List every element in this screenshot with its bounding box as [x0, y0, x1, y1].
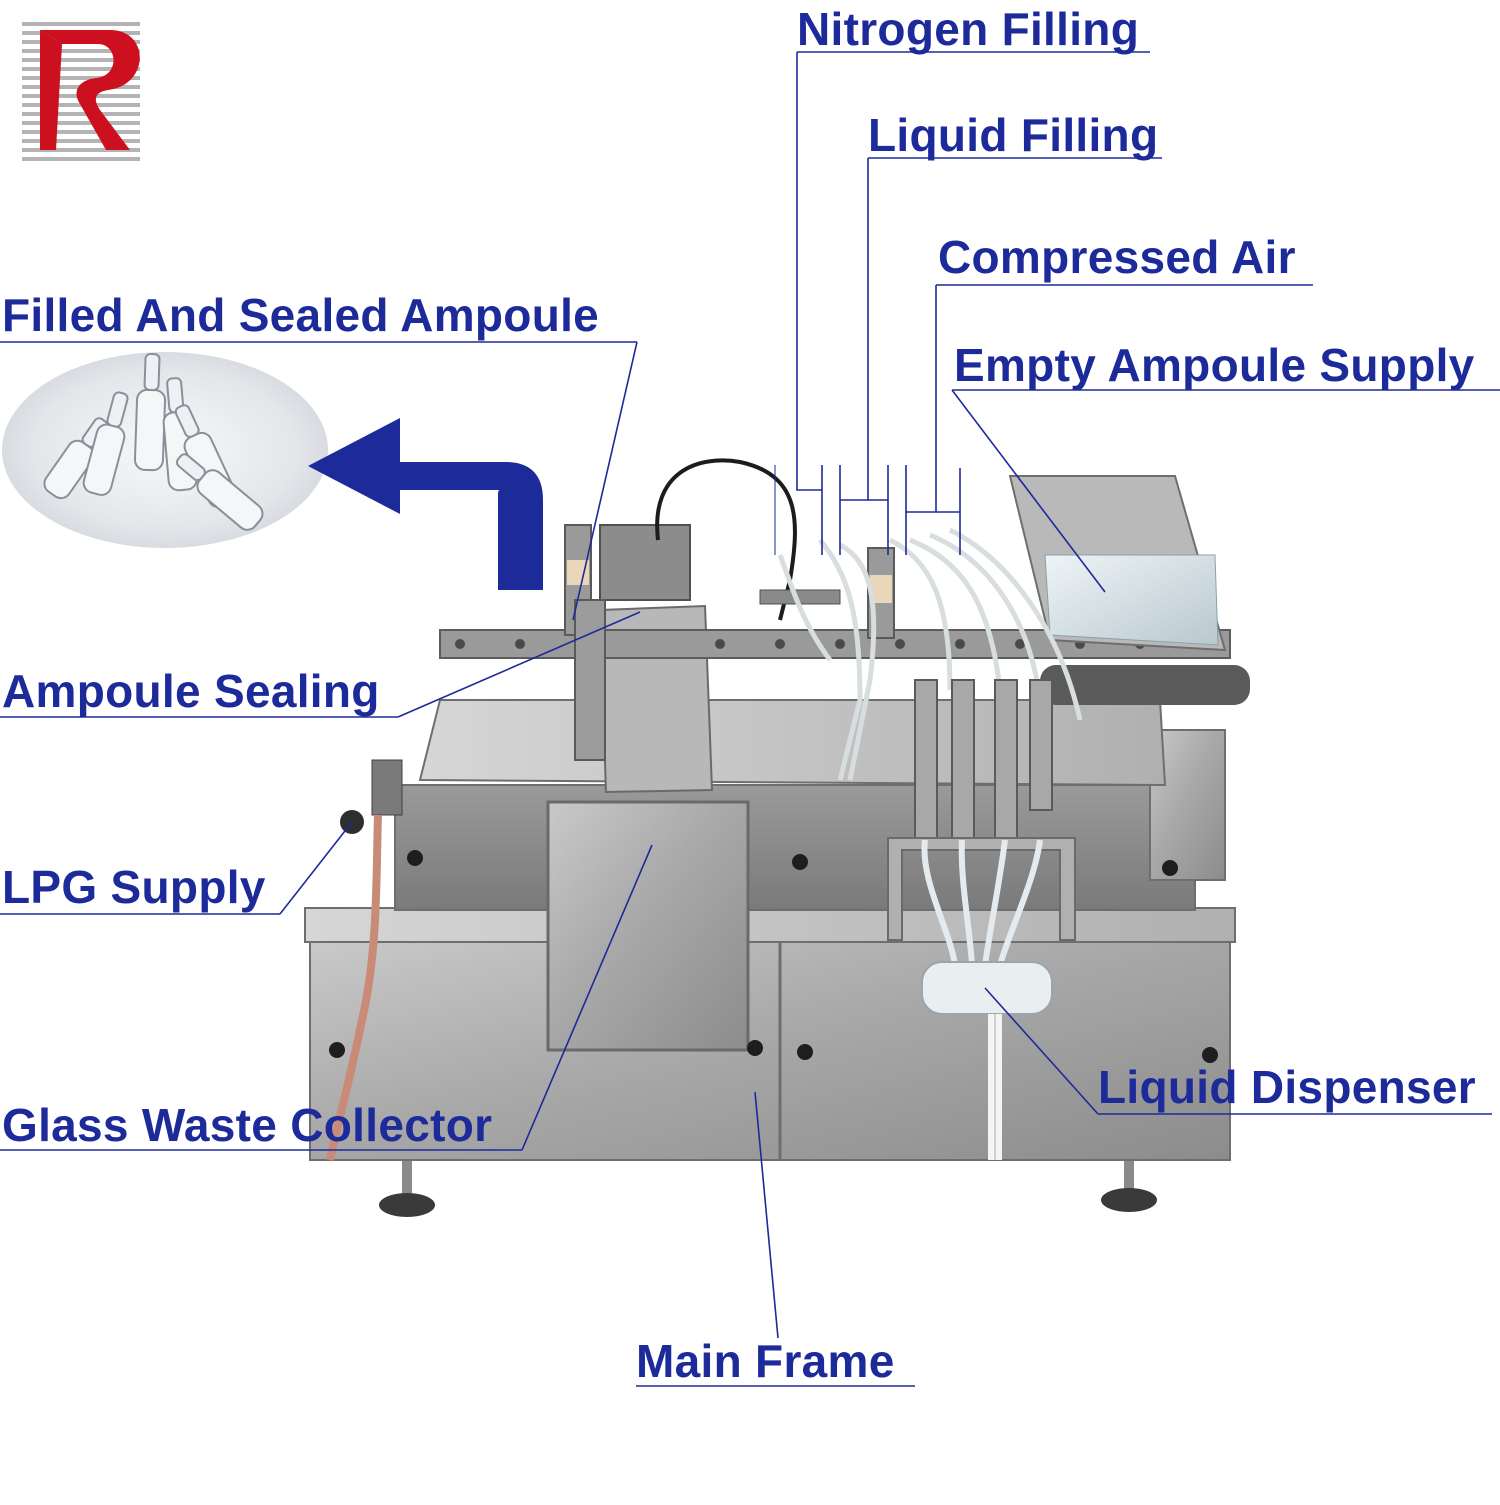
- filled-ampoules-photo: [2, 352, 328, 548]
- callout-lpg-supply: LPG Supply: [2, 861, 266, 913]
- callout-empty-ampoule-supply: Empty Ampoule Supply: [954, 339, 1475, 391]
- callout-ampoule-sealing: Ampoule Sealing: [2, 665, 380, 717]
- leader-lines: [0, 51, 1500, 1387]
- callout-nitrogen-filling: Nitrogen Filling: [797, 3, 1140, 55]
- callout-glass-waste-collector: Glass Waste Collector: [2, 1099, 493, 1151]
- callout-liquid-dispenser: Liquid Dispenser: [1098, 1061, 1476, 1113]
- company-logo-icon: [22, 22, 140, 161]
- callout-main-frame: Main Frame: [636, 1335, 895, 1387]
- callout-filled-sealed-ampoule: Filled And Sealed Ampoule: [2, 289, 600, 341]
- output-direction-arrow-icon: [308, 418, 543, 590]
- callout-compressed-air: Compressed Air: [938, 231, 1296, 283]
- callout-liquid-filling: Liquid Filling: [868, 109, 1159, 161]
- ampoule-filling-sealing-machine-photo: [304, 458, 1250, 1217]
